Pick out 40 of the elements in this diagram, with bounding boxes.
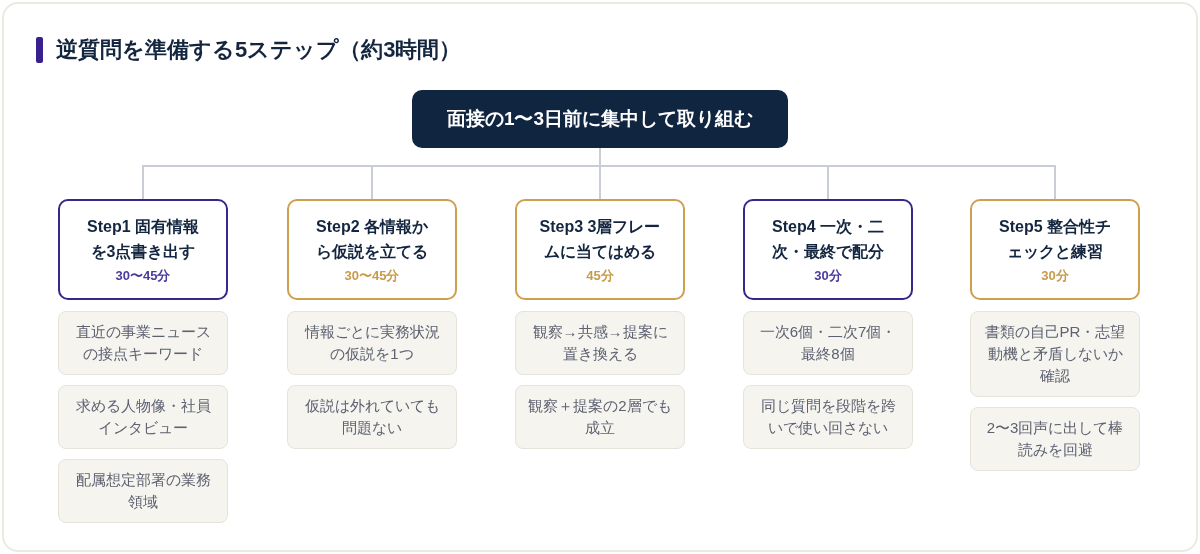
tip-text: 直近の事業ニュースの接点キーワード — [74, 322, 212, 364]
duration-label: 30〜45分 — [344, 266, 400, 285]
step-card — [287, 199, 457, 300]
step-card — [743, 199, 913, 300]
step-title: Step5 整合性チェックと練習 — [998, 216, 1112, 262]
step-card — [58, 199, 228, 300]
step-card — [515, 199, 685, 300]
tip-text: 仮説は外れていても問題ない — [303, 396, 441, 438]
tip-card — [58, 311, 228, 375]
step-title: Step4 一次・二次・最終で配分 — [771, 216, 885, 262]
duration-label: 45分 — [586, 266, 614, 285]
tip-card — [970, 407, 1140, 471]
duration-label: 30分 — [814, 266, 842, 285]
duration-label: 30〜45分 — [115, 266, 171, 285]
tip-card — [743, 385, 913, 449]
tip-card — [58, 385, 228, 449]
tip-card — [287, 385, 457, 449]
tip-card — [743, 311, 913, 375]
tip-text: 配属想定部署の業務領域 — [74, 470, 212, 512]
tip-card — [515, 311, 685, 375]
tip-text: 書類の自己PR・志望動機と矛盾しないか確認 — [983, 322, 1127, 386]
step-title: Step3 3層フレームに当てはめる — [538, 216, 662, 262]
tip-text: 同じ質問を段階を跨いで使い回さない — [759, 396, 897, 438]
tip-card — [970, 311, 1140, 397]
tip-text: 情報ごとに実務状況の仮説を1つ — [303, 322, 441, 364]
tip-text: 観察→共感→提案に置き換える — [531, 322, 669, 364]
tip-text: 観察＋提案の2層でも成立 — [527, 396, 673, 438]
diagram-title: 逆質問を準備する5ステップ（約3時間） — [56, 36, 462, 64]
tip-card — [287, 311, 457, 375]
duration-label: 30分 — [1041, 266, 1069, 285]
tip-card — [58, 459, 228, 523]
step-title: Step1 固有情報を3点書き出す — [86, 216, 200, 262]
banner-text: 面接の1〜3日前に集中して取り組む — [446, 107, 754, 131]
tip-card — [515, 385, 685, 449]
step-card — [970, 199, 1140, 300]
tip-text: 一次6個・二次7個・最終8個 — [758, 322, 898, 364]
tip-text: 2〜3回声に出して棒読みを回避 — [985, 418, 1125, 460]
step-title: Step2 各情報から仮説を立てる — [315, 216, 429, 262]
tip-text: 求める人物像・社員インタビュー — [74, 396, 212, 438]
goal-banner — [412, 90, 788, 148]
